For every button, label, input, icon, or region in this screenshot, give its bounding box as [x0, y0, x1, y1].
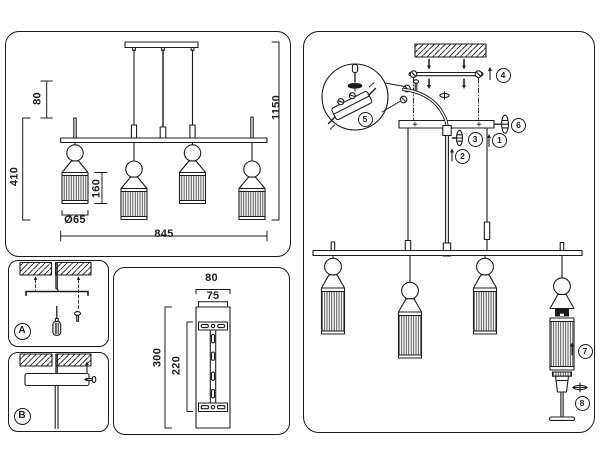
arrow-up-icon: [450, 134, 491, 162]
screw-icon: [83, 375, 97, 384]
dim-width-845: 845: [154, 228, 174, 240]
cable-connector: [159, 126, 167, 139]
canopy-plate: [24, 372, 90, 387]
step-8-badge: 8: [574, 396, 590, 411]
top-bracket-strip: [197, 321, 229, 331]
detail-bubble: [321, 63, 411, 131]
arrow-up-icon: [488, 67, 492, 81]
mounting-bracket: [25, 290, 89, 297]
stem: [330, 241, 336, 252]
dim-canopy-80: 80: [205, 272, 218, 284]
threaded-ring: [551, 371, 573, 377]
dimension-lines: [22, 41, 280, 242]
screw-direction-arrows: [33, 276, 81, 311]
mounting-bracket: [408, 70, 484, 78]
panel-a-badge: A: [13, 322, 31, 340]
ceiling-hatch: [19, 261, 53, 276]
step-7-badge: 7: [577, 343, 593, 359]
dimension-lines: [164, 289, 231, 429]
pendant-shade: [178, 141, 207, 205]
stem: [73, 117, 77, 139]
step-3-badge: 3: [467, 131, 483, 147]
finial-bar: [548, 416, 576, 421]
dim-diameter-65: Ø65: [64, 214, 86, 226]
cable-adjuster: [483, 221, 491, 241]
panel-b-badge: B: [13, 407, 31, 425]
washer-icon: [347, 82, 363, 89]
step-6-badge: 6: [511, 118, 526, 133]
ceiling-hatch: [54, 261, 92, 276]
overview-drawing: [22, 41, 280, 242]
cable-adjuster: [189, 124, 196, 139]
grub-screw-icon: [399, 84, 411, 104]
step-4-badge: 4: [495, 67, 511, 83]
lamp-bar: [312, 249, 583, 257]
mount-b-drawing: [19, 353, 97, 430]
pendant-shade: [61, 141, 89, 205]
ceiling-hatch: [19, 353, 53, 367]
dim-height-1150: 1150: [270, 94, 283, 120]
lamp-bar: [60, 137, 268, 144]
wing-screw-icon: [572, 382, 588, 393]
mount-a-drawing: [19, 261, 92, 336]
pendant-shade: [472, 254, 498, 335]
dim-shade-160: 160: [90, 178, 103, 198]
screw-icon: [439, 91, 450, 100]
arrow-up-icon: [85, 361, 89, 374]
screwdriver-icon: [52, 305, 62, 336]
dim-canopy-75: 75: [206, 290, 220, 302]
step-1-badge: 1: [492, 133, 507, 148]
pendant-shade: [397, 254, 423, 359]
dim-canopy-300: 300: [151, 347, 163, 368]
dim-stem-80: 80: [31, 92, 44, 105]
arrow-up-icon: [570, 342, 574, 356]
center-rail: [209, 329, 217, 404]
terminal-block-icon: [327, 82, 377, 130]
screw-arrows: [427, 58, 466, 89]
step-2-badge: 2: [455, 149, 470, 164]
ceiling-canopy: [124, 41, 199, 49]
pendant-shade: [320, 254, 346, 335]
exploded-pendant: [548, 254, 576, 421]
pendant-shade: [238, 141, 266, 221]
assembly-drawing: [312, 43, 588, 421]
thumbscrew-icon: [451, 129, 464, 147]
dim-canopy-220: 220: [170, 355, 183, 376]
screw-icon: [73, 311, 82, 322]
screwdriver-icon: [351, 63, 359, 83]
stem: [250, 116, 254, 139]
cable-connector: [442, 124, 452, 137]
thumbscrew-icon: [493, 114, 509, 134]
ceiling-hatch: [414, 43, 487, 58]
stem: [559, 241, 565, 252]
step-5-badge: 5: [357, 112, 373, 127]
bottom-bracket-strip: [197, 402, 229, 413]
shade-holder: [554, 375, 570, 393]
dim-drop-410: 410: [8, 166, 21, 187]
cable-adjuster: [130, 124, 138, 139]
pendant-shade: [120, 141, 148, 221]
canopy-plate-drawing: [164, 289, 231, 429]
